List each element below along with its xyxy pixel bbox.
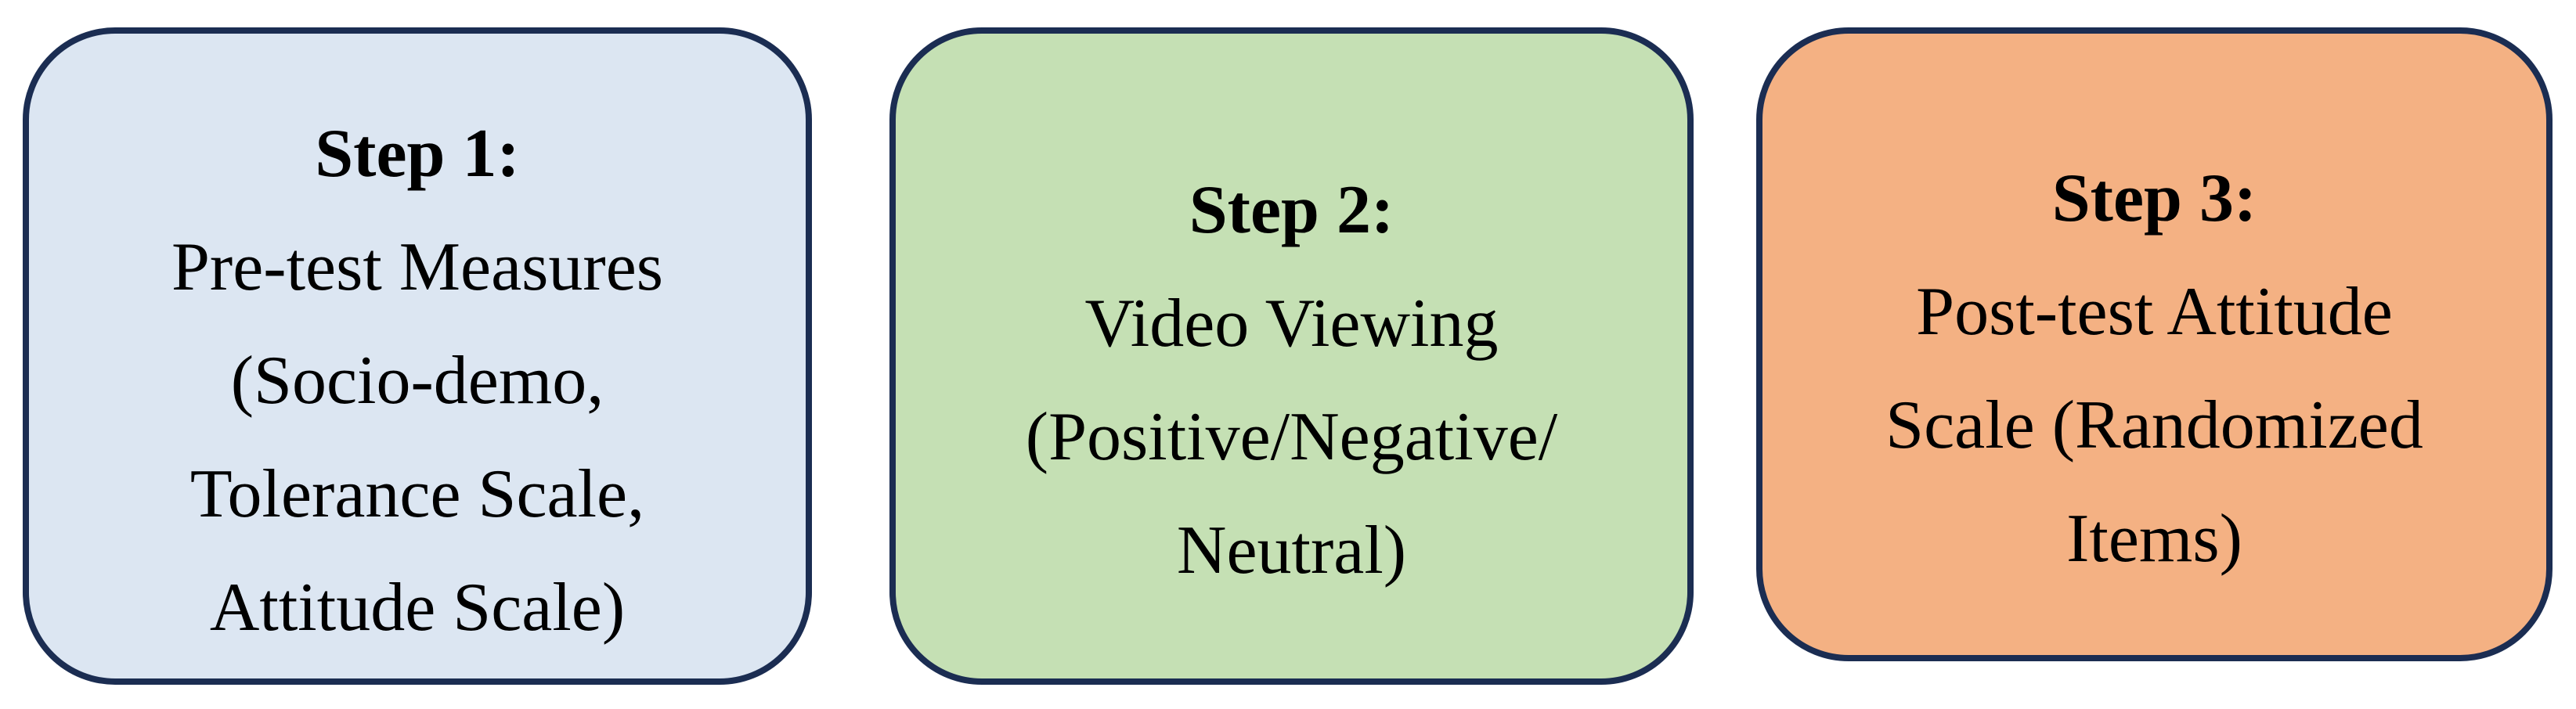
step-3-line: Post-test Attitude	[1916, 274, 2393, 350]
step-2-line: (Positive/Negative/	[1025, 399, 1558, 475]
step-2-box: Step 2: Video Viewing (Positive/Negative…	[889, 27, 1694, 685]
step-1-line: Attitude Scale)	[209, 569, 626, 646]
step-3-line: Items)	[2066, 501, 2242, 577]
step-2-line: Neutral)	[1176, 513, 1407, 588]
step-1-box: Step 1: Pre-test Measures (Socio-demo, T…	[23, 27, 812, 685]
step-3-title: Step 3:	[2051, 160, 2257, 236]
step-1-title: Step 1:	[315, 115, 520, 192]
step-1-line: (Socio-demo,	[230, 342, 604, 419]
step-1-line: Tolerance Scale,	[189, 455, 645, 532]
step-2-title: Step 2:	[1189, 172, 1394, 248]
step-1-line: Pre-test Measures	[171, 229, 664, 305]
step-3-box: Step 3: Post-test Attitude Scale (Random…	[1756, 27, 2553, 661]
step-2-line: Video Viewing	[1084, 286, 1499, 362]
step-3-line: Scale (Randomized	[1885, 387, 2423, 463]
